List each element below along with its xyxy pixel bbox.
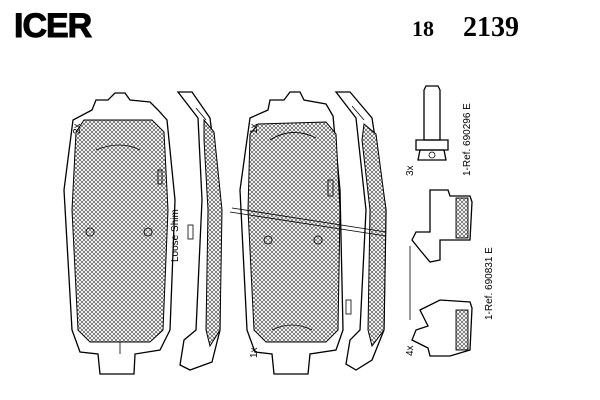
shim-profile-left [176, 91, 223, 371]
quantity-label-1x-top: 1x [249, 123, 260, 134]
friction-material-middle [247, 121, 341, 343]
backing-plate-middle [239, 91, 344, 375]
loose-shim-label: Loose Shim [170, 209, 181, 262]
brake-pad-left [63, 92, 176, 375]
shim-friction-left [203, 118, 223, 348]
icer-logo: ICER [14, 7, 94, 46]
quantity-label-4x: 4x [405, 345, 416, 356]
friction-material-left [71, 119, 169, 343]
part-code-prefix: 18 [412, 16, 434, 41]
clip-hardware [409, 189, 473, 357]
quantity-label-1x-bottom: 1x [249, 347, 260, 358]
quantity-label-2x: 2x [72, 123, 83, 134]
reference-label-bolt: 1-Ref. 690296 E [462, 103, 473, 176]
bolt-hardware [415, 85, 449, 161]
reference-label-clip: 1-Ref. 690831 E [484, 247, 495, 320]
quantity-label-3x: 3x [405, 165, 416, 176]
backing-plate-left [63, 92, 176, 375]
part-code-main: 2139 [463, 12, 519, 43]
shim-friction-right [361, 123, 387, 348]
shim-profile-right [334, 91, 387, 371]
brake-pad-middle [239, 91, 344, 375]
leader-line [229, 211, 387, 237]
brand-logo-text: ICER [14, 7, 92, 45]
